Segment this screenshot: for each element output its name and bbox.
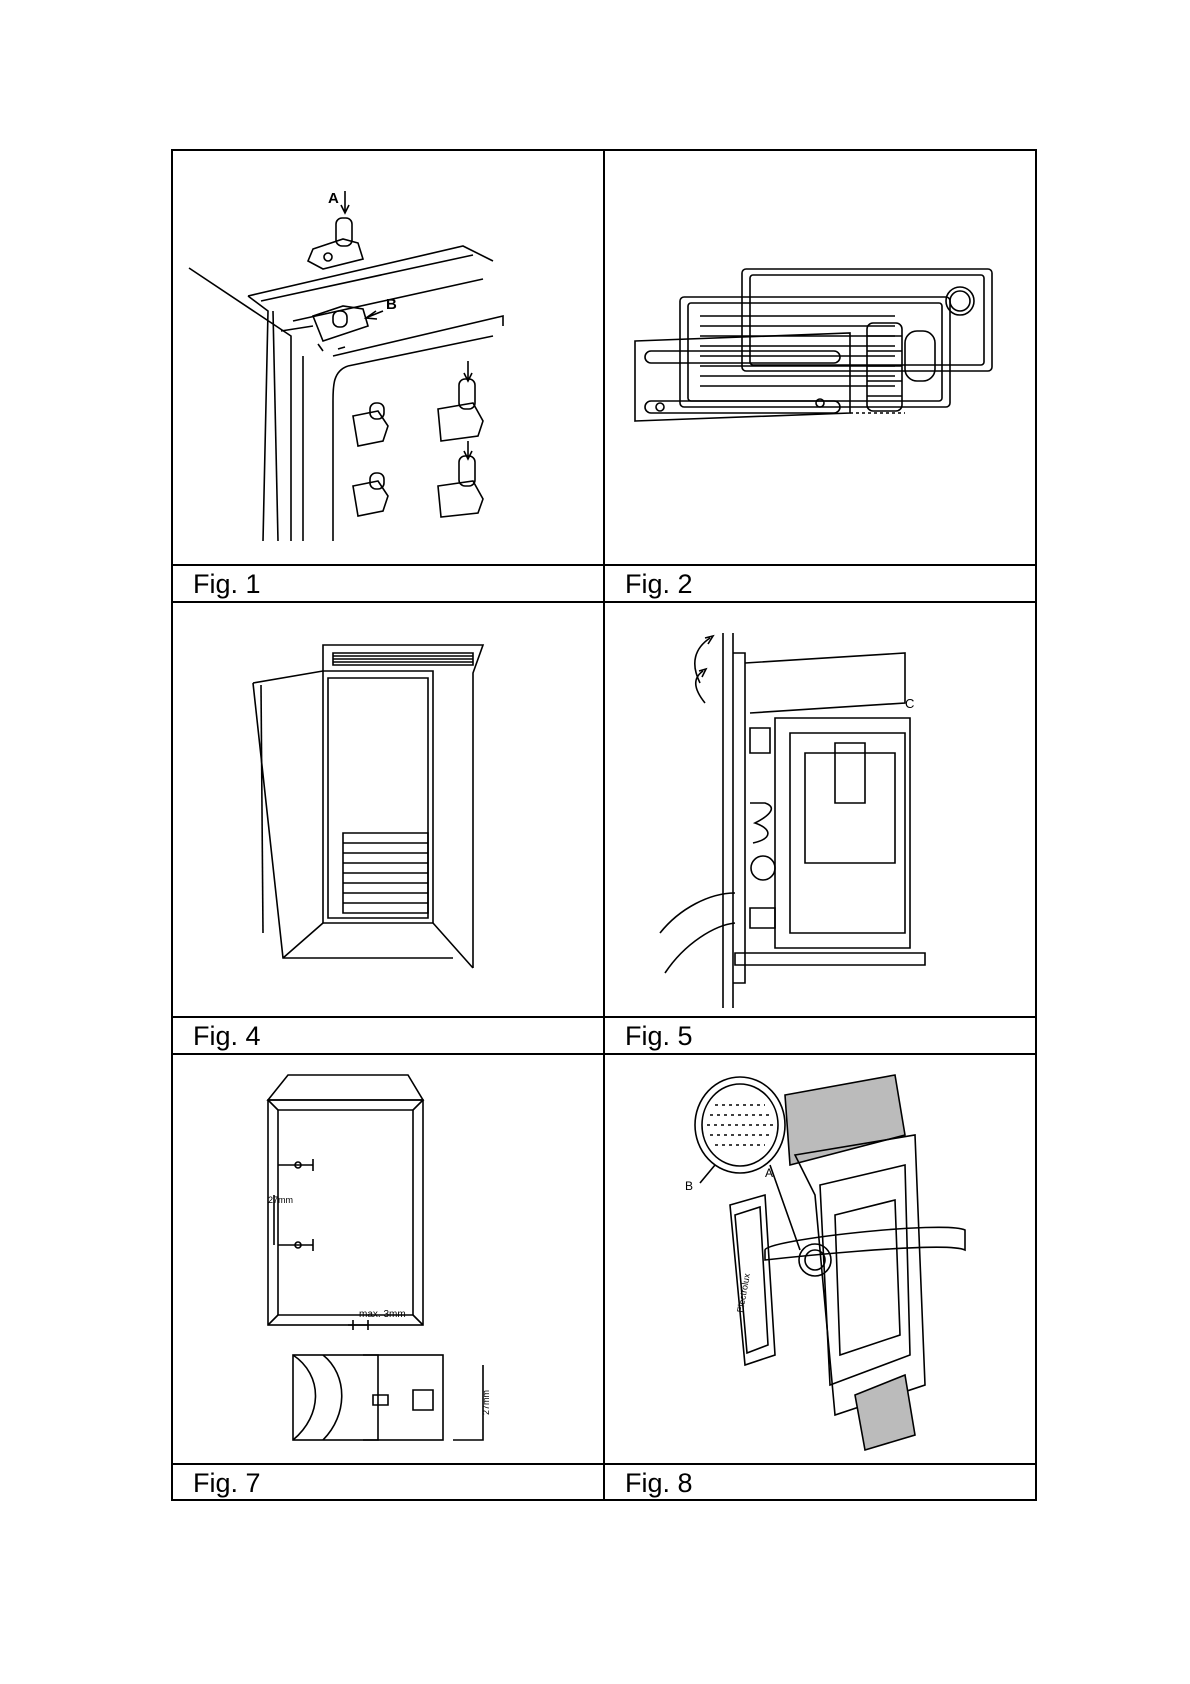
figure-7: 27mm max. 3mm 27mm Fig. 7: [173, 1055, 603, 1501]
figure-grid: A B Fig. 1 F: [171, 149, 1037, 1501]
label-b: B: [685, 1179, 693, 1193]
figure-1-drawing: A B: [173, 151, 603, 562]
figure-5-caption: Fig. 5: [605, 1016, 1037, 1054]
label-27mm: 27mm: [268, 1195, 293, 1205]
figure-2-drawing: [605, 151, 1037, 562]
figure-2-caption: Fig. 2: [605, 564, 1037, 602]
figure-4-caption: Fig. 4: [173, 1016, 603, 1054]
label-a: A: [328, 190, 339, 207]
figure-7-caption: Fig. 7: [173, 1463, 603, 1501]
figure-5-drawing: C: [605, 603, 1037, 1014]
figure-8: Electrolux B A Fig. 8: [605, 1055, 1037, 1501]
figure-7-drawing: 27mm max. 3mm 27mm: [173, 1055, 603, 1461]
label-c: C: [905, 696, 914, 711]
figure-5: C Fig. 5: [605, 603, 1037, 1054]
figure-8-caption: Fig. 8: [605, 1463, 1037, 1501]
label-b: B: [386, 296, 397, 313]
label-27mm-b: 27mm: [481, 1390, 491, 1415]
figure-2: Fig. 2: [605, 151, 1037, 602]
figure-4: Fig. 4: [173, 603, 603, 1054]
figure-8-drawing: Electrolux B A: [605, 1055, 1037, 1461]
figure-1-caption: Fig. 1: [173, 564, 603, 602]
label-max-3mm: max. 3mm: [359, 1309, 406, 1320]
figure-1: A B Fig. 1: [173, 151, 603, 602]
figure-4-drawing: [173, 603, 603, 1014]
